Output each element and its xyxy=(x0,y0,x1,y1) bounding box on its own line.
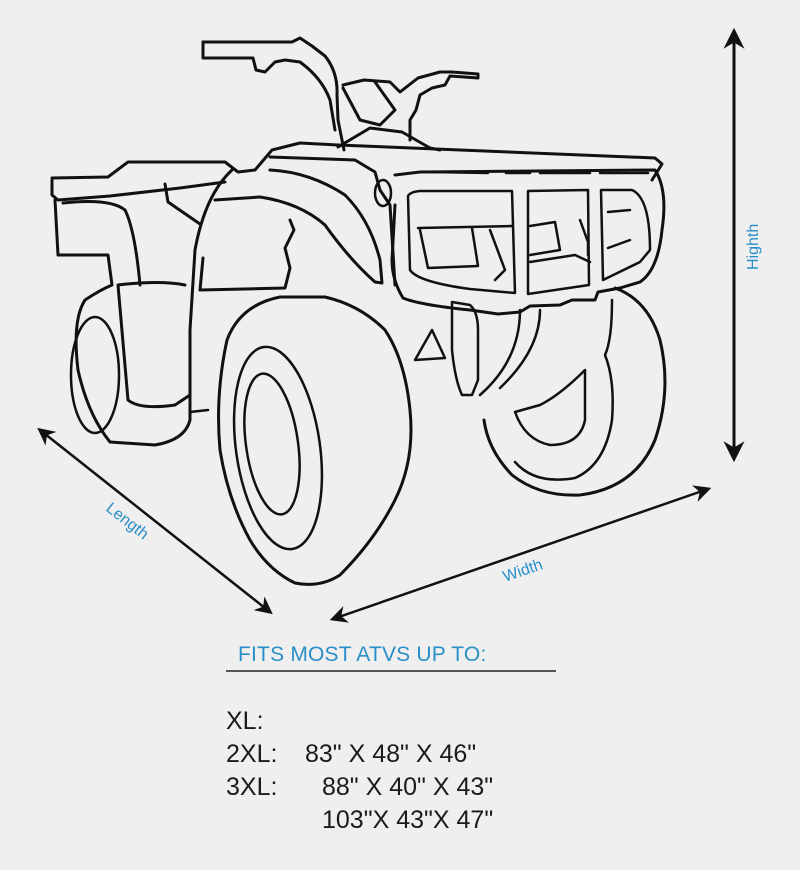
size-label: 3XL: xyxy=(226,773,278,801)
front-bumper xyxy=(390,168,666,316)
size-dimensions: 83" X 48" X 46" xyxy=(305,740,477,768)
front-shroud xyxy=(268,155,397,287)
atv-dimension-diagram: Highth Length Width xyxy=(37,27,762,623)
length-label: Length xyxy=(103,500,152,544)
rear-rack xyxy=(50,141,664,182)
size-row-2xl: 2XL: 88" X 40" X 43" xyxy=(226,705,546,801)
size-row-3xl: 3XL: 103"X 43"X 47" xyxy=(226,738,546,834)
size-row-xl: XL: 83" X 48" X 46" xyxy=(226,672,546,768)
front-left-rim xyxy=(232,345,324,551)
size-label: XL: xyxy=(226,707,264,735)
size-dimensions: 103"X 43"X 47" xyxy=(322,806,494,834)
body-side xyxy=(188,168,234,397)
size-label: 2XL: xyxy=(226,740,278,768)
front-left-wheel xyxy=(217,295,413,586)
size-dimensions: 88" X 40" X 43" xyxy=(322,773,494,801)
front-right-wheel xyxy=(482,286,667,497)
height-label: Highth xyxy=(745,224,762,270)
size-chart: FITS MOST ATVS UP TO: XL: 83" X 48" X 46… xyxy=(226,642,556,834)
width-arrow xyxy=(329,485,712,623)
handlebar-left xyxy=(201,36,346,152)
length-arrow xyxy=(37,427,273,615)
width-label: Width xyxy=(501,556,545,585)
size-chart-title: FITS MOST ATVS UP TO: xyxy=(226,642,556,672)
front-suspension xyxy=(450,300,480,397)
atv-illustration xyxy=(50,36,667,586)
headlight xyxy=(373,178,393,208)
handlebar-right xyxy=(341,70,480,142)
